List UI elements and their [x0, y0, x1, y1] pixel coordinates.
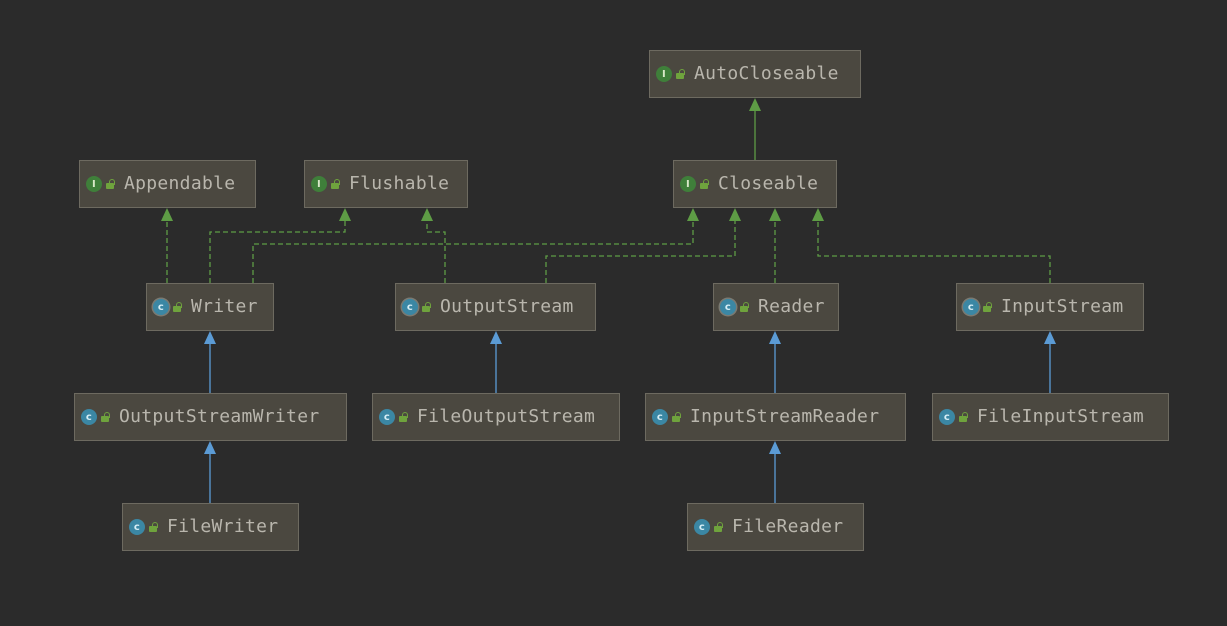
arrowhead-icon — [769, 208, 781, 221]
abstract-class-icon: c — [963, 299, 979, 315]
arrowhead-icon — [812, 208, 824, 221]
interface-icon: I — [680, 176, 696, 192]
lock-icon — [982, 302, 992, 312]
edge-outputstream-to-flushable — [421, 208, 446, 283]
class-icon: c — [379, 409, 395, 425]
edge-line — [817, 220, 1051, 283]
class-icon: c — [81, 409, 97, 425]
node-inputstream[interactable]: c InputStream — [956, 283, 1144, 331]
edge-filewriter-to-outputstreamwriter — [204, 441, 216, 503]
node-label: OutputStream — [440, 296, 574, 317]
lock-icon — [100, 412, 110, 422]
interface-icon: I — [656, 66, 672, 82]
arrowhead-icon — [687, 208, 699, 221]
edge-line — [252, 220, 694, 283]
edge-writer-to-flushable — [209, 208, 351, 283]
node-fileoutputstream[interactable]: c FileOutputStream — [372, 393, 620, 441]
edge-reader-to-closeable — [769, 208, 781, 283]
lock-icon — [675, 69, 685, 79]
node-closeable[interactable]: I Closeable — [673, 160, 837, 208]
abstract-class-icon: c — [153, 299, 169, 315]
edge-writer-to-appendable — [161, 208, 173, 283]
abstract-class-icon: c — [402, 299, 418, 315]
node-outputstreamwriter[interactable]: c OutputStreamWriter — [74, 393, 347, 441]
arrowhead-icon — [204, 441, 216, 454]
lock-icon — [699, 179, 709, 189]
edge-line — [209, 220, 346, 283]
node-outputstream[interactable]: c OutputStream — [395, 283, 596, 331]
node-reader[interactable]: c Reader — [713, 283, 839, 331]
node-label: FileOutputStream — [417, 406, 596, 427]
lock-icon — [330, 179, 340, 189]
node-filereader[interactable]: c FileReader — [687, 503, 864, 551]
lock-icon — [398, 412, 408, 422]
node-flushable[interactable]: I Flushable — [304, 160, 468, 208]
edge-inputstreamreader-to-reader — [769, 331, 781, 393]
lock-icon — [713, 522, 723, 532]
lock-icon — [172, 302, 182, 312]
arrowhead-icon — [421, 208, 433, 221]
node-writer[interactable]: c Writer — [146, 283, 274, 331]
node-label: Reader — [758, 296, 825, 317]
edge-fileinputstream-to-inputstream — [1044, 331, 1056, 393]
edge-outputstream-to-closeable — [545, 208, 741, 283]
lock-icon — [958, 412, 968, 422]
lock-icon — [671, 412, 681, 422]
class-icon: c — [652, 409, 668, 425]
edge-writer-to-closeable — [252, 208, 699, 283]
edge-inputstream-to-closeable — [812, 208, 1051, 283]
abstract-class-icon: c — [720, 299, 736, 315]
arrowhead-icon — [204, 331, 216, 344]
node-label: FileInputStream — [977, 406, 1145, 427]
class-icon: c — [129, 519, 145, 535]
lock-icon — [148, 522, 158, 532]
node-label: FileWriter — [167, 516, 279, 537]
node-filewriter[interactable]: c FileWriter — [122, 503, 299, 551]
arrowhead-icon — [1044, 331, 1056, 344]
node-label: Flushable — [349, 173, 450, 194]
node-label: Closeable — [718, 173, 819, 194]
node-fileinputstream[interactable]: c FileInputStream — [932, 393, 1169, 441]
edge-filereader-to-inputstreamreader — [769, 441, 781, 503]
arrowhead-icon — [339, 208, 351, 221]
arrowhead-icon — [729, 208, 741, 221]
node-label: OutputStreamWriter — [119, 406, 320, 427]
node-autocloseable[interactable]: I AutoCloseable — [649, 50, 861, 98]
edge-closeable-to-autocloseable — [749, 98, 761, 160]
node-label: AutoCloseable — [694, 63, 839, 84]
class-icon: c — [694, 519, 710, 535]
interface-icon: I — [86, 176, 102, 192]
lock-icon — [421, 302, 431, 312]
arrowhead-icon — [769, 441, 781, 454]
node-appendable[interactable]: I Appendable — [79, 160, 256, 208]
edge-fileoutputstream-to-outputstream — [490, 331, 502, 393]
lock-icon — [105, 179, 115, 189]
class-icon: c — [939, 409, 955, 425]
edge-outputstreamwriter-to-writer — [204, 331, 216, 393]
node-label: InputStream — [1001, 296, 1124, 317]
arrowhead-icon — [490, 331, 502, 344]
node-inputstreamreader[interactable]: c InputStreamReader — [645, 393, 906, 441]
node-label: FileReader — [732, 516, 844, 537]
node-label: InputStreamReader — [690, 406, 880, 427]
interface-icon: I — [311, 176, 327, 192]
lock-icon — [739, 302, 749, 312]
edge-line — [426, 220, 446, 283]
edge-line — [545, 220, 736, 283]
arrowhead-icon — [161, 208, 173, 221]
arrowhead-icon — [769, 331, 781, 344]
node-label: Appendable — [124, 173, 236, 194]
arrowhead-icon — [749, 98, 761, 111]
node-label: Writer — [191, 296, 258, 317]
